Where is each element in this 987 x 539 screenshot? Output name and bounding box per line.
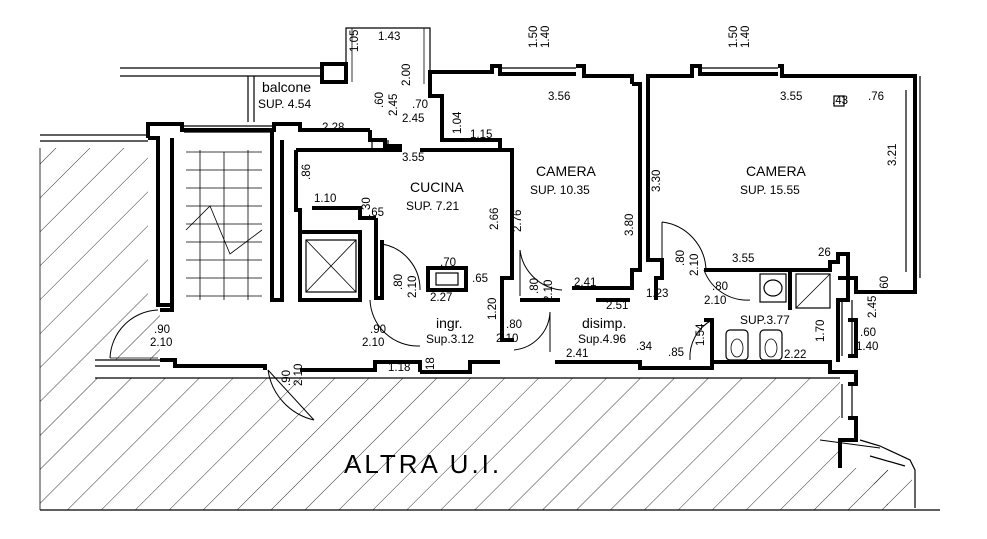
dim-label: 1.40 xyxy=(856,341,878,353)
dim-label: 3.56 xyxy=(548,91,570,103)
dim-label: 2.28 xyxy=(322,122,344,134)
room-name-disimpegno: disimp. xyxy=(582,315,626,331)
dim-label: 2.76 xyxy=(512,210,524,232)
dim-label: .34 xyxy=(636,341,653,353)
hatched-area xyxy=(39,148,940,511)
room-name-camera-1: CAMERA xyxy=(536,163,597,179)
dim-label: 2.22 xyxy=(784,349,806,361)
dim-label: .76 xyxy=(868,91,884,103)
dimension-labels: 1.43 .70 2.45 2.28 1.15 3.55 1.10 .65 3.… xyxy=(150,31,884,374)
doors xyxy=(109,221,881,449)
dim-label: 1.50 xyxy=(528,26,540,48)
dim-label: .90 xyxy=(281,370,293,386)
dim-label: 3.55 xyxy=(732,253,754,265)
dim-label: .80 xyxy=(712,281,728,293)
dim-label: 30 xyxy=(361,197,373,210)
dim-label: 2.00 xyxy=(401,64,413,86)
dim-label: 1.18 xyxy=(388,362,410,374)
dim-label: 3.21 xyxy=(887,144,899,166)
dim-label: .60 xyxy=(879,276,891,292)
dim-label: 2.51 xyxy=(606,300,628,312)
dim-label: 2.41 xyxy=(574,277,596,289)
vertical-dimension-labels: 1.05 2.00 .60 2.45 1.04 .86 30 2.66 2.76… xyxy=(281,26,899,386)
staircase xyxy=(185,150,263,300)
dim-label: 1.40 xyxy=(740,26,752,48)
dim-label: .60 xyxy=(374,92,386,108)
dim-label: 1.15 xyxy=(470,129,492,141)
dim-label: 2.10 xyxy=(293,364,305,386)
room-area-cucina: SUP. 7.21 xyxy=(406,199,459,213)
dim-label: 2.41 xyxy=(566,348,588,360)
dim-label: .43 xyxy=(832,95,848,107)
dim-label: .70 xyxy=(412,99,428,111)
dim-label: 1.54 xyxy=(695,323,707,346)
dim-label: 2.45 xyxy=(402,113,424,125)
room-area-balcone: SUP. 4.54 xyxy=(258,97,311,111)
room-area-bagno: SUP.3.77 xyxy=(740,313,790,327)
room-area-ingresso: Sup.3.12 xyxy=(426,332,474,346)
dim-label: .80 xyxy=(393,274,405,290)
dim-label: 1.04 xyxy=(452,111,464,134)
dim-label: .80 xyxy=(506,319,522,331)
dim-label: 1.20 xyxy=(487,298,499,320)
dim-label: 1.50 xyxy=(728,26,740,48)
dim-label: .65 xyxy=(472,273,488,285)
dim-label: 3.55 xyxy=(780,91,802,103)
dim-label: .85 xyxy=(668,347,684,359)
windows xyxy=(184,67,921,508)
dim-label: .60 xyxy=(860,327,876,339)
dim-label: 3.80 xyxy=(624,214,636,236)
dim-label: .80 xyxy=(529,278,541,294)
room-name-cucina: CUCINA xyxy=(410,179,464,195)
dim-label: .70 xyxy=(440,257,456,269)
dim-label: 1.70 xyxy=(815,320,827,342)
balcony-railing xyxy=(40,27,431,142)
dim-label: .90 xyxy=(370,324,386,336)
dim-label: 3.55 xyxy=(402,152,424,164)
bathroom-fixtures xyxy=(725,95,845,361)
dim-label: 2.10 xyxy=(704,295,726,307)
dim-label: 26 xyxy=(818,247,831,259)
dim-label: .86 xyxy=(301,164,313,180)
dim-label: 2.45 xyxy=(388,94,400,116)
other-unit-label: ALTRA U.I. xyxy=(344,449,502,479)
dim-label: 2.27 xyxy=(430,292,452,304)
room-area-camera-1: SUP. 10.35 xyxy=(530,183,590,197)
dim-label: 3.30 xyxy=(651,170,663,192)
dim-label: 18 xyxy=(425,357,437,370)
dim-label: .65 xyxy=(368,207,384,219)
room-name-camera-2: CAMERA xyxy=(746,163,807,179)
dim-label: 1.43 xyxy=(378,31,400,43)
dim-label: .80 xyxy=(675,250,687,266)
dim-label: 2.10 xyxy=(150,337,172,349)
dim-label: 2.10 xyxy=(689,254,701,276)
dim-label: 1.05 xyxy=(349,30,361,52)
dim-label: 2.10 xyxy=(362,337,384,349)
dim-label: 2.66 xyxy=(489,208,501,230)
dim-label: 2.10 xyxy=(543,280,555,302)
dim-label: 2.10 xyxy=(407,276,419,298)
room-name-balcone: balcone xyxy=(262,79,311,95)
dim-label: 1.40 xyxy=(540,26,552,48)
dim-label: 1.10 xyxy=(314,193,336,205)
dim-label: .90 xyxy=(154,324,170,336)
room-area-camera-2: SUP. 15.55 xyxy=(740,183,800,197)
room-area-disimpegno: Sup.4.96 xyxy=(578,332,626,346)
dim-label: 2.10 xyxy=(496,333,518,345)
room-name-ingresso: ingr. xyxy=(436,315,462,331)
dim-label: 2.45 xyxy=(867,296,879,318)
dim-label: 1.23 xyxy=(646,288,668,300)
